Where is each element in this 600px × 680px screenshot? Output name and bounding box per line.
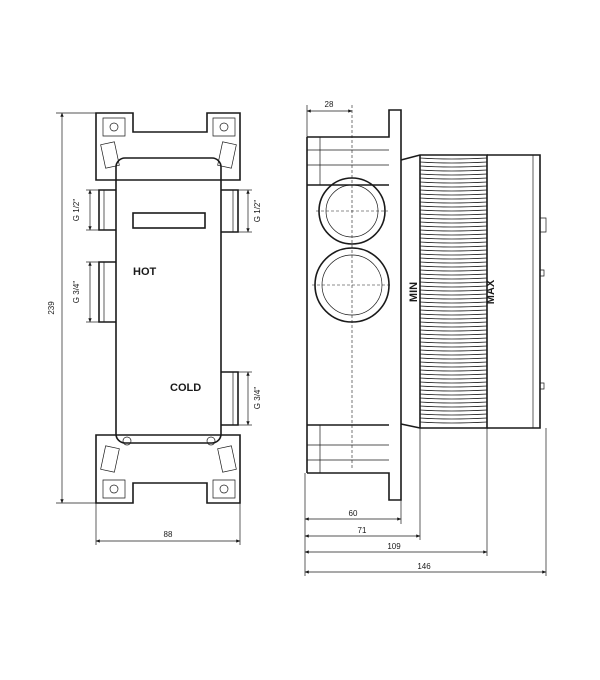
thread-ridge bbox=[419, 221, 488, 224]
front-view: HOT COLD G 1/2" G 3/4" G 1/2" G 3/4" 239… bbox=[47, 112, 262, 545]
thread-ridge bbox=[419, 229, 488, 232]
top-mounting-bracket bbox=[95, 112, 241, 181]
thread-ridge bbox=[419, 357, 488, 360]
thread-ridge bbox=[419, 165, 488, 168]
min-label: MIN bbox=[408, 282, 420, 302]
right-ports bbox=[221, 189, 239, 426]
thread-ridge bbox=[419, 189, 488, 192]
thread-ridge bbox=[419, 245, 488, 248]
thread-ridge bbox=[419, 333, 488, 336]
thread-ridge bbox=[419, 233, 488, 236]
port-right-top-label: G 1/2" bbox=[253, 200, 262, 223]
thread-ridge bbox=[419, 417, 488, 420]
thread-ridge bbox=[419, 213, 488, 216]
thread-ridge bbox=[419, 401, 488, 404]
thread-ridge bbox=[419, 369, 488, 372]
dim-146: 146 bbox=[417, 562, 431, 571]
thread-ridge bbox=[419, 241, 488, 244]
dim-71: 71 bbox=[358, 526, 367, 535]
thread-ridge bbox=[419, 329, 488, 332]
thread-ridge bbox=[419, 385, 488, 388]
thread-ridge bbox=[419, 373, 488, 376]
upper-port bbox=[316, 177, 388, 245]
max-label: MAX bbox=[485, 279, 497, 304]
thread-ridge bbox=[419, 169, 488, 172]
thread-ridge bbox=[419, 381, 488, 384]
thread-ridge bbox=[419, 173, 488, 176]
thread-ridge bbox=[419, 353, 488, 356]
thread-ridge bbox=[419, 337, 488, 340]
port-right-bottom-label: G 3/4" bbox=[253, 387, 262, 410]
thread-ridge bbox=[419, 177, 488, 180]
thread-ridge bbox=[419, 281, 488, 284]
thread-ridge bbox=[419, 205, 488, 208]
cover-slot bbox=[132, 212, 206, 229]
thread-ridge bbox=[419, 409, 488, 412]
height-dimension: 239 bbox=[47, 301, 56, 315]
mounting-flange bbox=[307, 109, 402, 501]
thread-ridge bbox=[419, 393, 488, 396]
dim-28: 28 bbox=[325, 100, 334, 109]
thread-ridge bbox=[419, 345, 488, 348]
dim-60: 60 bbox=[349, 509, 358, 518]
port-left-top-label: G 1/2" bbox=[72, 199, 81, 222]
lower-port bbox=[312, 247, 392, 323]
port-left-bottom-label: G 3/4" bbox=[72, 281, 81, 304]
side-view: MIN MAX 28 60 71 109 146 bbox=[304, 100, 547, 576]
left-ports bbox=[98, 189, 116, 323]
thread-ridge bbox=[419, 261, 488, 264]
thread-ridge bbox=[419, 389, 488, 392]
thread-ridge bbox=[419, 397, 488, 400]
thread-ridge bbox=[419, 161, 488, 164]
thread-ridge bbox=[419, 273, 488, 276]
thread-ridge bbox=[419, 237, 488, 240]
thread-ridge bbox=[419, 321, 488, 324]
thread-ridge bbox=[419, 181, 488, 184]
thread-ridge bbox=[419, 217, 488, 220]
thread-ridge bbox=[419, 421, 488, 424]
thread-ridge bbox=[419, 265, 488, 268]
thread-ridge bbox=[419, 313, 488, 316]
thread-ridge bbox=[419, 365, 488, 368]
cold-label: COLD bbox=[170, 382, 201, 394]
thread-ridge bbox=[419, 413, 488, 416]
threaded-extension bbox=[400, 154, 547, 429]
bottom-mounting-bracket bbox=[95, 434, 241, 504]
thread-ridge bbox=[419, 277, 488, 280]
thread-ridge bbox=[419, 349, 488, 352]
dim-109: 109 bbox=[387, 542, 401, 551]
thread-ridge bbox=[419, 377, 488, 380]
thread-ridge bbox=[419, 185, 488, 188]
thread-ridge bbox=[419, 301, 488, 304]
thread-ridge bbox=[419, 209, 488, 212]
hot-label: HOT bbox=[133, 266, 157, 278]
thread-ridge bbox=[419, 193, 488, 196]
thread-ridge bbox=[419, 293, 488, 296]
thread-ridge bbox=[419, 257, 488, 260]
valve-body bbox=[115, 157, 222, 444]
thread-ridge bbox=[419, 285, 488, 288]
thread-ridge bbox=[419, 157, 488, 160]
thread-ridge bbox=[419, 269, 488, 272]
thread-ridge bbox=[419, 201, 488, 204]
thread-ridge bbox=[419, 225, 488, 228]
width-dimension: 88 bbox=[164, 530, 173, 539]
thread-ridge bbox=[419, 309, 488, 312]
thread-ridge bbox=[419, 297, 488, 300]
thread-ridge bbox=[419, 325, 488, 328]
thread-ridge bbox=[419, 405, 488, 408]
thread-ridge bbox=[419, 289, 488, 292]
thread-ridge bbox=[419, 197, 488, 200]
thread-ridge bbox=[419, 317, 488, 320]
thread-ridge bbox=[419, 249, 488, 252]
thread-ridge bbox=[419, 341, 488, 344]
thread-ridge bbox=[419, 361, 488, 364]
thread-ridge bbox=[419, 253, 488, 256]
thread-ridge bbox=[419, 305, 488, 308]
